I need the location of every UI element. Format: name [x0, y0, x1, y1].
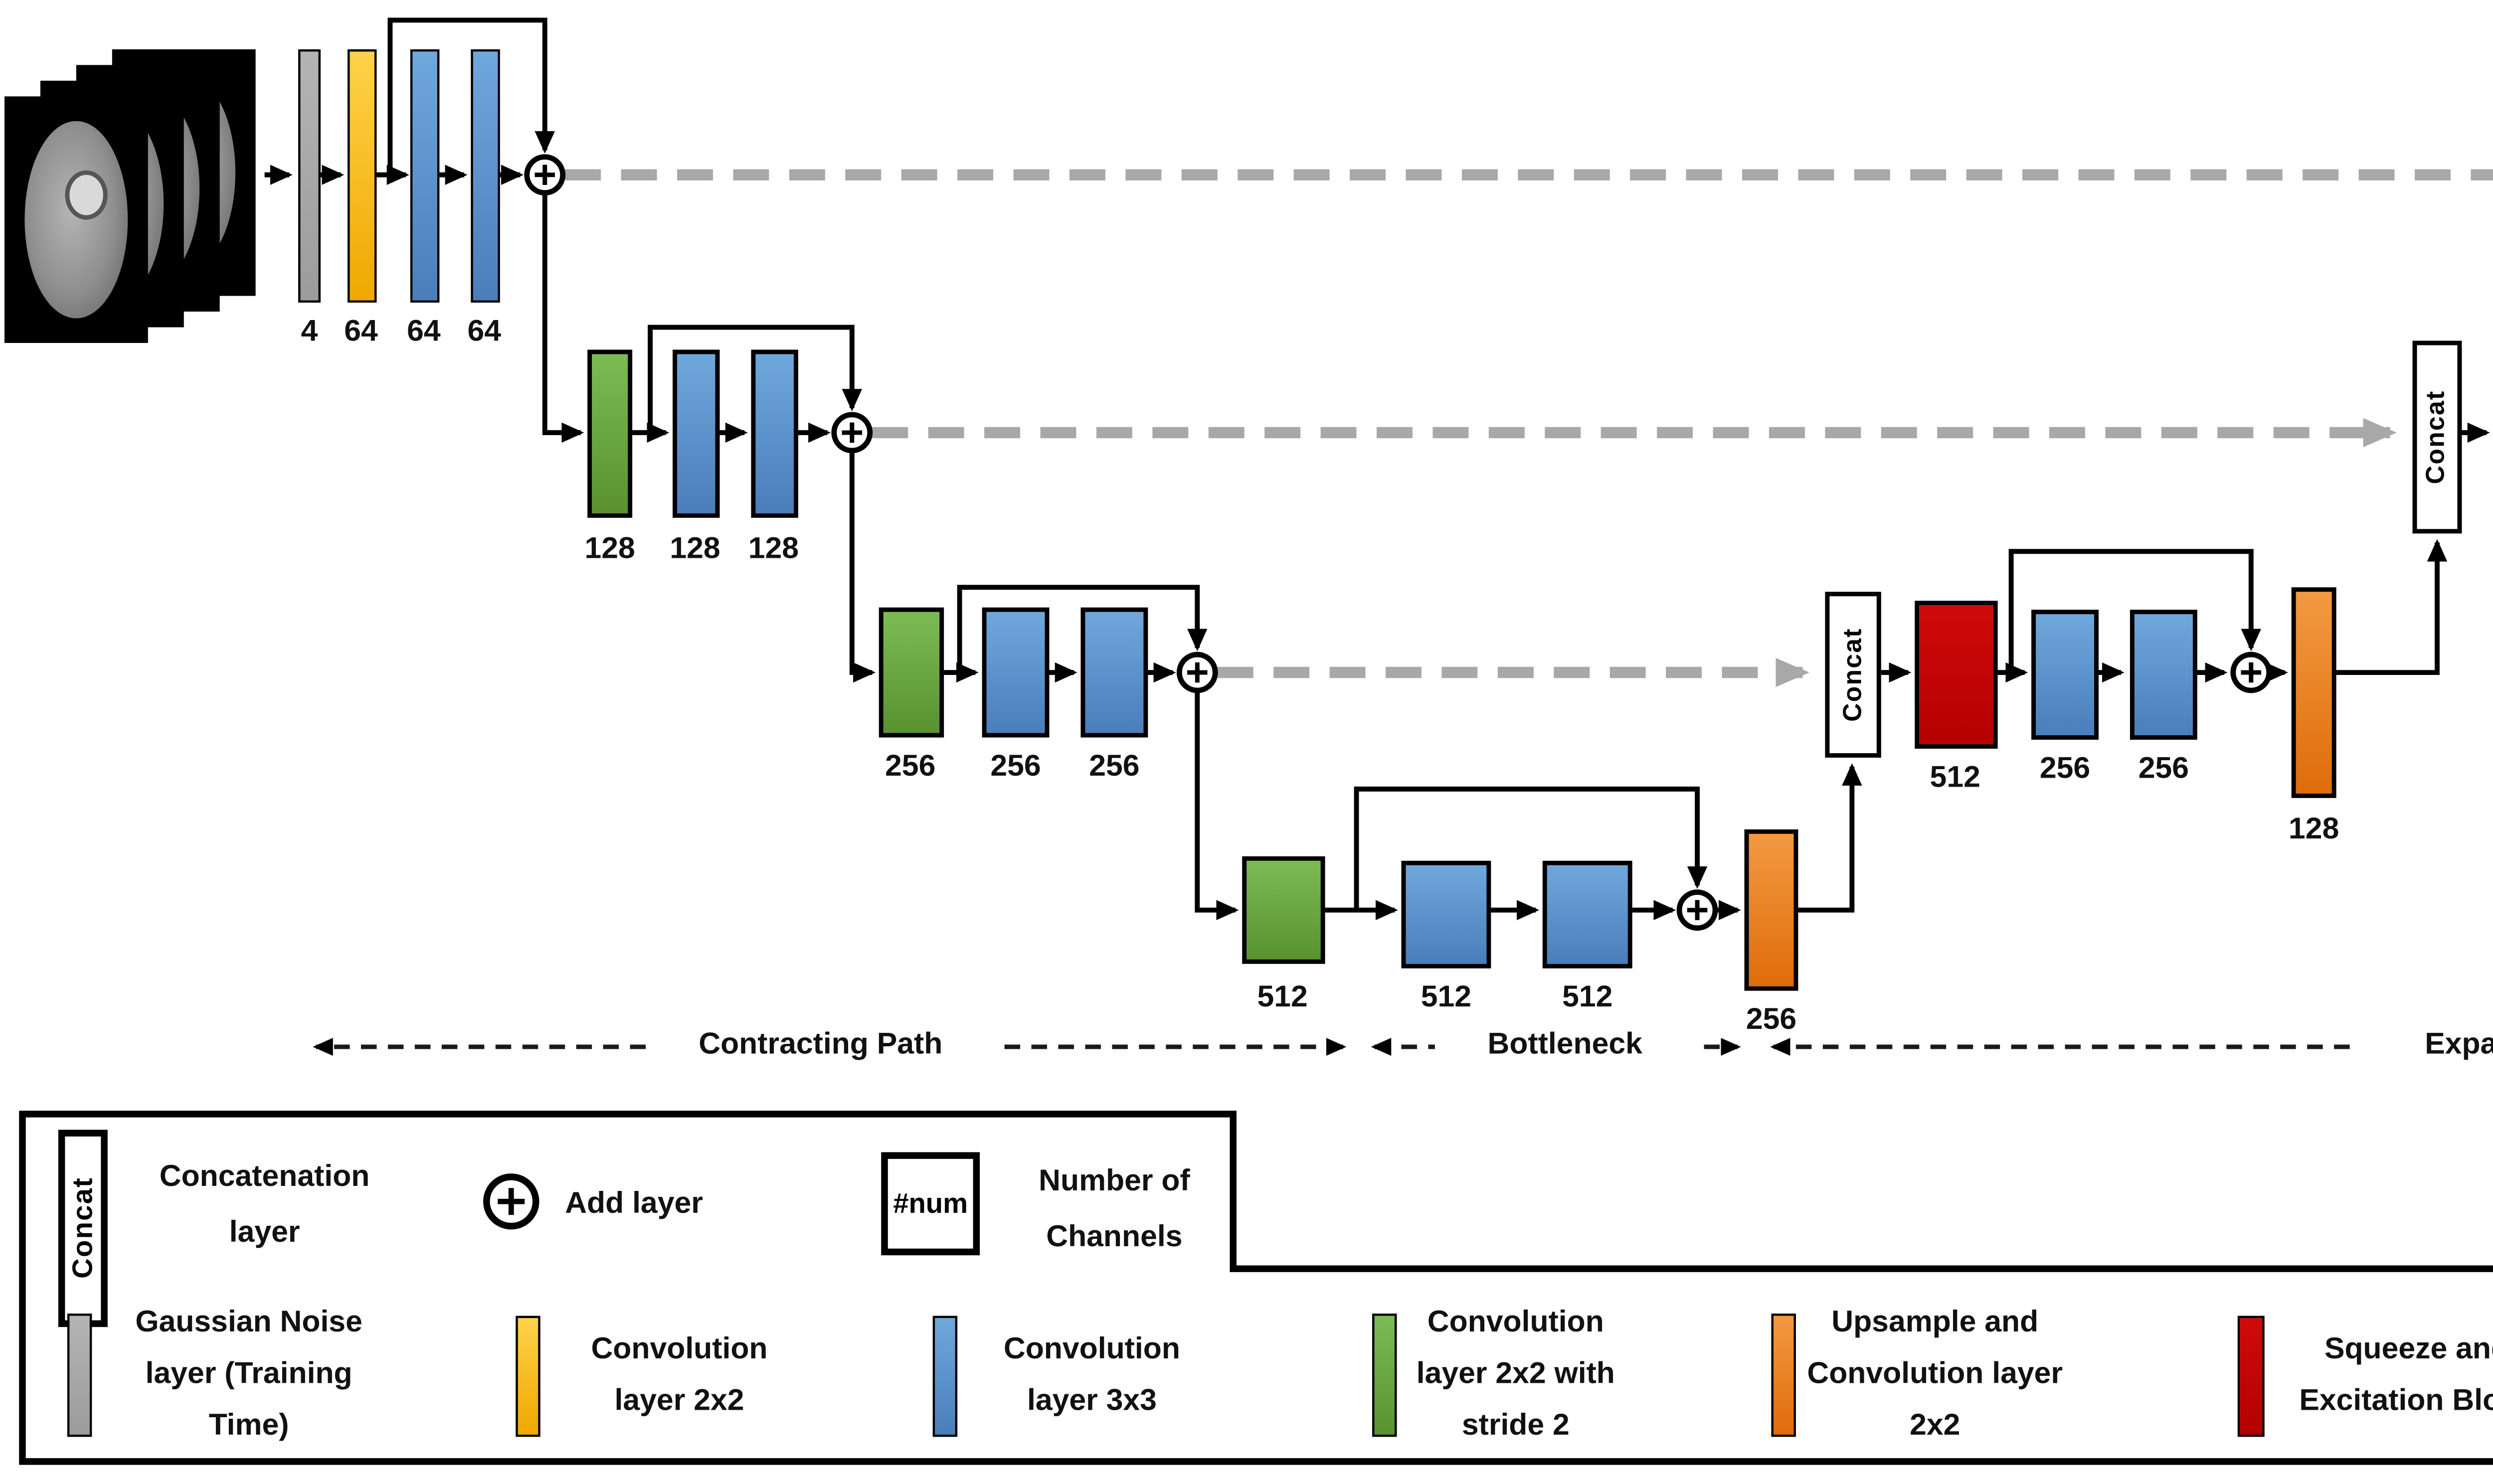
add-icon [1176, 652, 1218, 693]
squeeze-excitation-block [1915, 601, 1998, 749]
add-icon [524, 154, 566, 196]
legend-stride-swatch [1372, 1314, 1397, 1437]
conv3x3-layer [673, 349, 720, 518]
connectors-bottleneck [1325, 763, 1862, 920]
input-mri-stack [0, 0, 269, 343]
concat-label: Concat [67, 1177, 99, 1280]
mri-slice [4, 96, 148, 343]
legend-upsample-swatch [1771, 1314, 1796, 1437]
skip-dashed-connections [565, 169, 2493, 687]
legend-conv2x2-swatch [516, 1316, 540, 1437]
channel-count: 512 [1257, 980, 1308, 1013]
conv3x3-layer [471, 49, 500, 303]
add-icon [2230, 652, 2272, 693]
connectors-encoder-level2 [632, 325, 876, 683]
conv3x3-layer [1542, 860, 1632, 969]
legend-num-icon: #num [881, 1152, 980, 1256]
legend-conv2x2-label: Convolution layer 2x2 [591, 1331, 768, 1417]
legend-conv3x3-swatch [932, 1316, 958, 1437]
channel-count: 64 [467, 314, 502, 348]
legend-concat-label: Concatenation layer [159, 1158, 370, 1249]
channel-count: 256 [885, 748, 936, 783]
legend-gaussian-label: Gaussian Noise layer (Training Time) [135, 1305, 362, 1442]
channel-count: 256 [990, 748, 1041, 783]
strided-conv-layer [587, 349, 633, 518]
channel-count: 256 [1089, 748, 1140, 783]
tumor-highlight [65, 170, 108, 220]
concat-label: Concat [2424, 390, 2451, 485]
channel-count: 64 [344, 314, 378, 348]
legend-stride-label: Convolution layer 2x2 with stride 2 [1416, 1305, 1615, 1442]
legend-conv3x3-label: Convolution layer 3x3 [1003, 1331, 1180, 1417]
legend-concat-icon: Concat [58, 1130, 108, 1327]
upsample-conv-layer [1744, 829, 1798, 991]
gaussian-noise-layer [298, 49, 321, 303]
channel-count: 128 [670, 531, 720, 565]
channel-count: 512 [1930, 760, 1980, 794]
channel-count: 4 [301, 314, 318, 348]
legend-se-swatch [2237, 1316, 2265, 1437]
channel-count: 256 [2138, 751, 2189, 785]
strided-conv-layer [879, 607, 944, 738]
conv2x2-layer [348, 49, 377, 303]
conv3x3-layer [1401, 860, 1491, 969]
upsample-conv-layer [2291, 587, 2336, 798]
legend-border [19, 1111, 2493, 1465]
legend-upsample-label: Upsample and Convolution layer 2x2 [1807, 1305, 2063, 1442]
legend-channels-label: Number of Channels [1039, 1163, 1190, 1253]
num-icon-label: #num [893, 1188, 968, 1220]
conv3x3-layer [2130, 610, 2197, 740]
conv3x3-layer [1080, 607, 1148, 738]
expanding-path-label: Expanding Path [2358, 1026, 2493, 1060]
connectors-decoder-level3 [1881, 539, 2448, 683]
concat-layer: Concat [2412, 340, 2462, 534]
legend-gaussian-swatch [67, 1314, 92, 1437]
conv3x3-layer [751, 349, 798, 518]
connectors-encoder-level3 [944, 585, 1239, 920]
concat-label: Concat [1839, 628, 1867, 722]
add-icons [524, 154, 2272, 931]
connectors-encoder-level1 [264, 17, 584, 443]
channel-count: 512 [1562, 980, 1613, 1013]
legend-se-label: Squeeze and Excitation Block [2299, 1331, 2493, 1417]
channel-count: 256 [1746, 1002, 1797, 1036]
channel-count: 128 [584, 531, 635, 565]
legend-add-label: Add layer [565, 1185, 703, 1220]
conv3x3-layer [2031, 610, 2099, 740]
channel-count: 512 [1421, 980, 1472, 1013]
channel-count: 256 [2039, 751, 2091, 785]
concat-layer: Concat [1825, 592, 1881, 758]
conv3x3-layer [410, 49, 440, 303]
channel-count: 64 [407, 314, 441, 348]
contracting-path-label: Contracting Path [646, 1026, 996, 1060]
channel-count: 256 [2475, 545, 2493, 578]
bottleneck-label: Bottleneck [1434, 1026, 1695, 1060]
add-icon [1676, 889, 1718, 931]
channel-count: 128 [748, 531, 799, 565]
strided-conv-layer [1242, 856, 1325, 964]
channel-count: 128 [2289, 811, 2339, 845]
conv3x3-layer [982, 607, 1050, 738]
connectors-decoder-level2 [2462, 422, 2490, 443]
add-layer-icon [483, 1173, 539, 1230]
add-icon [831, 412, 873, 454]
brain-image [24, 121, 128, 319]
